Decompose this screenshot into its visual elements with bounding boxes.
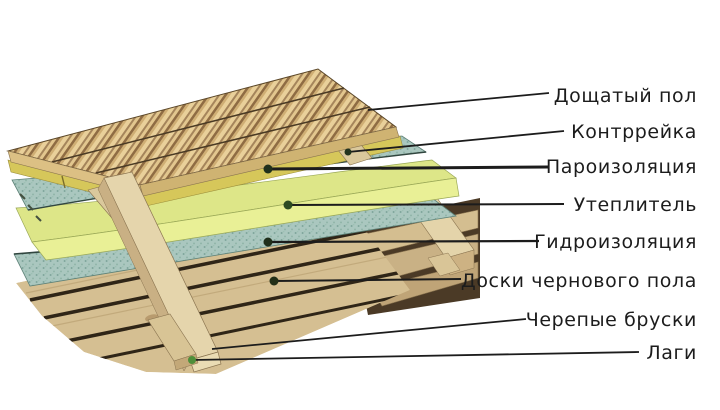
leader-counter-batten: [347, 130, 565, 153]
leader-plank-floor: [367, 92, 550, 111]
callout-label-counter-batten: Контррейка: [571, 121, 697, 143]
callout-label-plank-floor: Дощатый пол: [553, 85, 697, 107]
callout-label-waterproofing: Гидроизоляция: [534, 231, 697, 253]
leader-subfloor-boards: [273, 278, 462, 282]
leader-insulation: [287, 203, 565, 206]
callout-label-insulation: Утеплитель: [573, 194, 697, 216]
leader-dots: [188, 148, 352, 364]
callout-label-cranial-bars: Черепые бруски: [525, 309, 697, 331]
leader-cranial-bars: [211, 318, 527, 350]
callout-label-subfloor-boards: Доски чернового пола: [460, 270, 697, 292]
leader-waterproofing: [267, 239, 540, 244]
callout-label-vapor-barrier: Пароизоляция: [545, 156, 697, 178]
callout-label-joists: Лаги: [646, 342, 697, 364]
joist-centre: [97, 171, 222, 373]
leader-vapor-barrier: [267, 165, 549, 171]
leader-lines: [191, 92, 640, 361]
leader-joists: [191, 351, 640, 361]
joist-end-face: [189, 351, 222, 373]
cranial-bar-right: [427, 252, 461, 277]
fastener-marks: [19, 193, 42, 222]
